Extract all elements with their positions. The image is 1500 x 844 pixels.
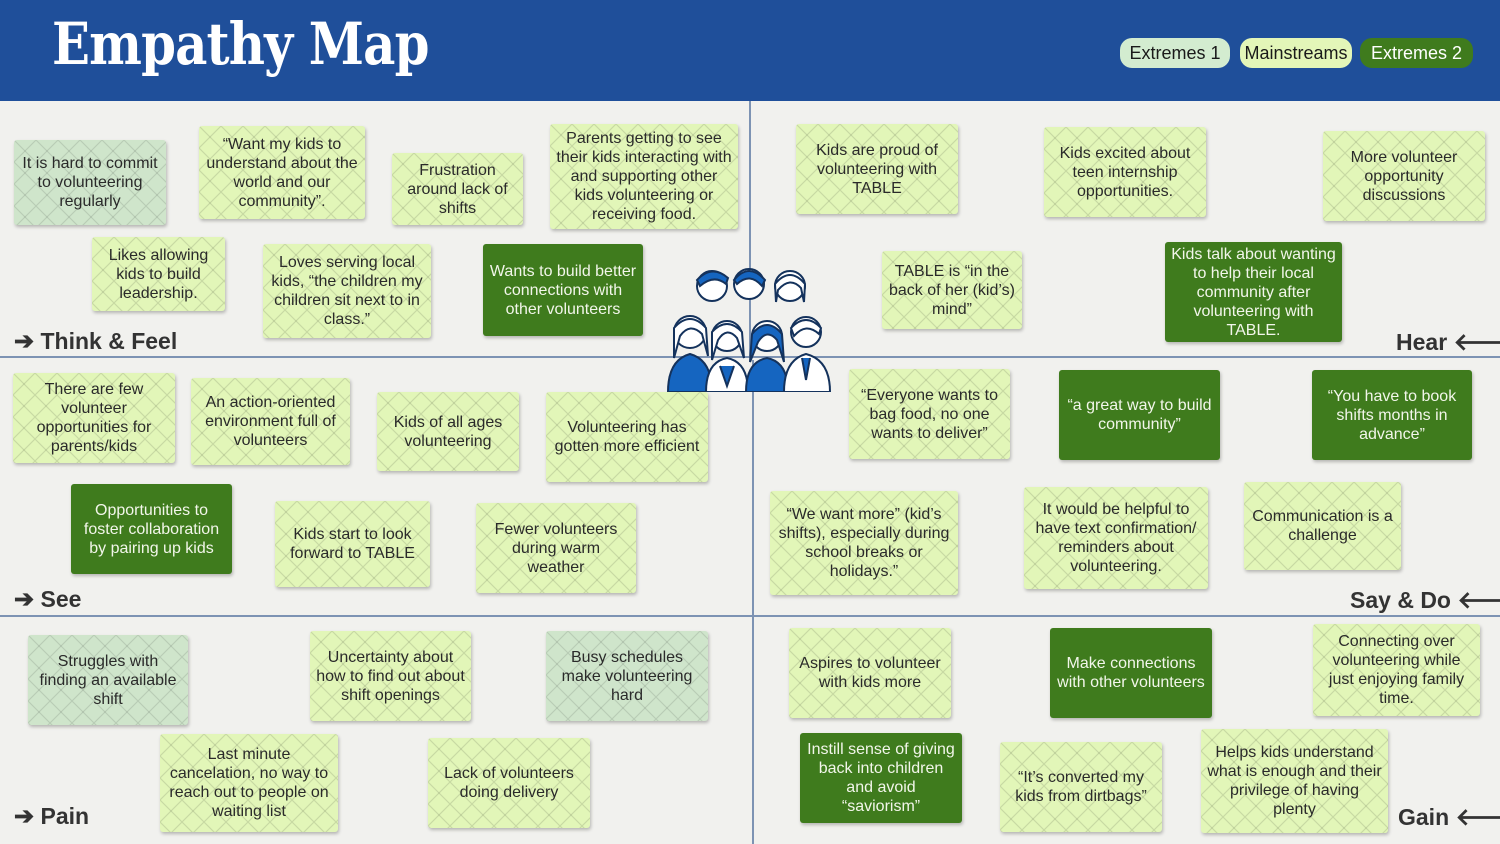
sticky-note: Kids excited about teen internship oppor…	[1044, 127, 1206, 217]
sticky-note: Connecting over volunteering while just …	[1313, 624, 1480, 716]
arrow-right-icon: ➔	[14, 328, 35, 355]
arrow-left-icon: 🡐	[1457, 587, 1500, 614]
sticky-note: There are few volunteer opportunities fo…	[13, 373, 175, 463]
sticky-note: Kids start to look forward to TABLE	[275, 501, 430, 587]
sticky-note: Likes allowing kids to build leadership.	[92, 237, 225, 311]
sticky-note: Kids of all ages volunteering	[377, 392, 519, 471]
quadrant-label-hear: Hear 🡐	[1396, 327, 1500, 357]
sticky-note: TABLE is “in the back of her (kid’s) min…	[882, 251, 1022, 329]
sticky-note: Aspires to volunteer with kids more	[789, 628, 951, 718]
sticky-note: Last minute cancelation, no way to reach…	[160, 734, 338, 832]
sticky-note: Kids talk about wanting to help their lo…	[1165, 242, 1342, 342]
sticky-note: More volunteer opportunity discussions	[1323, 131, 1485, 221]
legend-mainstreams: Mainstreams	[1240, 38, 1352, 68]
sticky-note: Helps kids understand what is enough and…	[1201, 729, 1388, 833]
sticky-note: “You have to book shifts months in advan…	[1312, 370, 1472, 460]
sticky-note: Frustration around lack of shifts	[392, 153, 523, 225]
quadrant-label-gain: Gain 🡐	[1398, 802, 1500, 832]
quadrant-label-pain: ➔ Pain	[14, 803, 90, 830]
sticky-note: Busy schedules make volunteering hard	[546, 631, 708, 721]
arrow-left-icon: 🡐	[1453, 329, 1500, 356]
sticky-note: Instill sense of giving back into childr…	[800, 733, 962, 823]
sticky-note: Fewer volunteers during warm weather	[476, 503, 636, 593]
grid-divider-row-2	[0, 615, 1500, 617]
sticky-note: Make connections with other volunteers	[1050, 628, 1212, 718]
people-group-illustration	[666, 268, 832, 392]
header-bar: Empathy Map Extremes 1 Mainstreams Extre…	[0, 0, 1500, 101]
legend-extremes-2: Extremes 2	[1360, 38, 1473, 68]
page-title: Empathy Map	[52, 10, 429, 78]
sticky-note: Kids are proud of volunteering with TABL…	[796, 124, 958, 214]
sticky-note: “a great way to build community”	[1059, 370, 1220, 460]
sticky-note: Parents getting to see their kids intera…	[550, 124, 738, 229]
arrow-right-icon: ➔	[14, 803, 35, 830]
sticky-note: “We want more” (kid’s shifts), especiall…	[770, 491, 958, 595]
quadrant-label-think-feel: ➔ Think & Feel	[14, 328, 178, 355]
sticky-note: Uncertainty about how to find out about …	[310, 631, 471, 721]
sticky-note: Struggles with finding an available shif…	[28, 635, 188, 725]
quadrant-label-say-do: Say & Do 🡐	[1350, 585, 1500, 615]
sticky-note: Loves serving local kids, “the children …	[263, 244, 431, 338]
arrow-right-icon: ➔	[14, 586, 35, 613]
sticky-note: Wants to build better connections with o…	[483, 244, 643, 336]
sticky-note: Lack of volunteers doing delivery	[428, 738, 590, 828]
quadrant-label-see: ➔ See	[14, 586, 82, 613]
legend-extremes-1: Extremes 1	[1120, 38, 1230, 68]
sticky-note: Communication is a challenge	[1244, 482, 1401, 570]
sticky-note: An action-oriented environment full of v…	[191, 378, 350, 465]
grid-divider-vertical-bottom	[752, 360, 754, 844]
sticky-note: Opportunities to foster collaboration by…	[71, 484, 232, 574]
sticky-note: “Everyone wants to bag food, no one want…	[849, 369, 1010, 459]
sticky-note: “It’s converted my kids from dirtbags”	[1000, 742, 1162, 832]
arrow-left-icon: 🡐	[1455, 804, 1500, 831]
sticky-note: It would be helpful to have text confirm…	[1024, 487, 1208, 589]
sticky-note: “Want my kids to understand about the wo…	[199, 126, 365, 219]
grid-divider-vertical-top	[749, 101, 751, 356]
sticky-note: Volunteering has gotten more efficient	[546, 392, 708, 482]
sticky-note: It is hard to commit to volunteering reg…	[14, 140, 166, 225]
